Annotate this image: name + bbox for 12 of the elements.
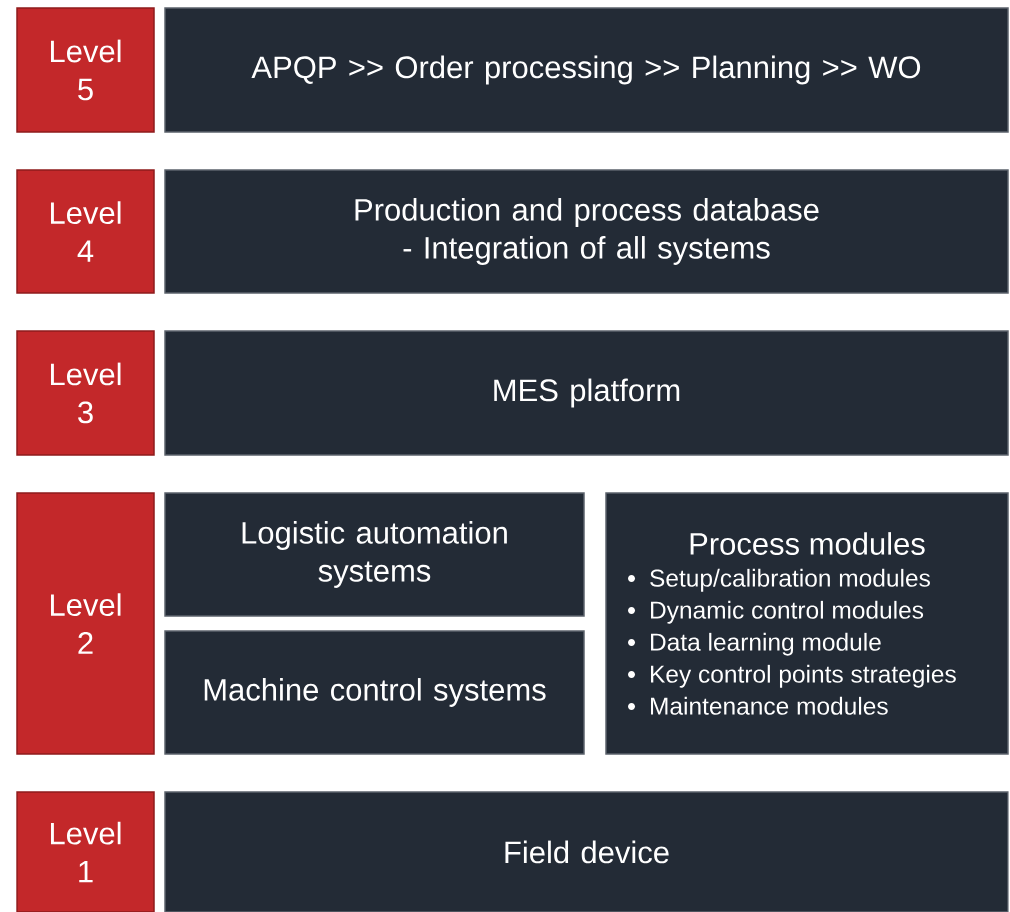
- level-box: Level 1: [16, 791, 155, 912]
- module-list-box: Process modules Setup/calibration modules Dynamic control modules Data learning module Key control points strategies Maintenance modules: [605, 492, 1009, 755]
- level-box: Level 2: [16, 492, 155, 755]
- level-box: Level 3: [16, 330, 155, 456]
- level-box: Level 4: [16, 169, 155, 294]
- layer-box: APQP >> Order processing >> Planning >> WO: [164, 7, 1009, 133]
- level-box: Level 5: [16, 7, 155, 133]
- layer-box: Field device: [164, 791, 1009, 912]
- layer-box: MES platform: [164, 330, 1009, 456]
- layer-box: Logistic automation systems: [164, 492, 585, 617]
- layer-box: Production and process database - Integration of all systems: [164, 169, 1009, 294]
- layer-box: Machine control systems: [164, 630, 585, 755]
